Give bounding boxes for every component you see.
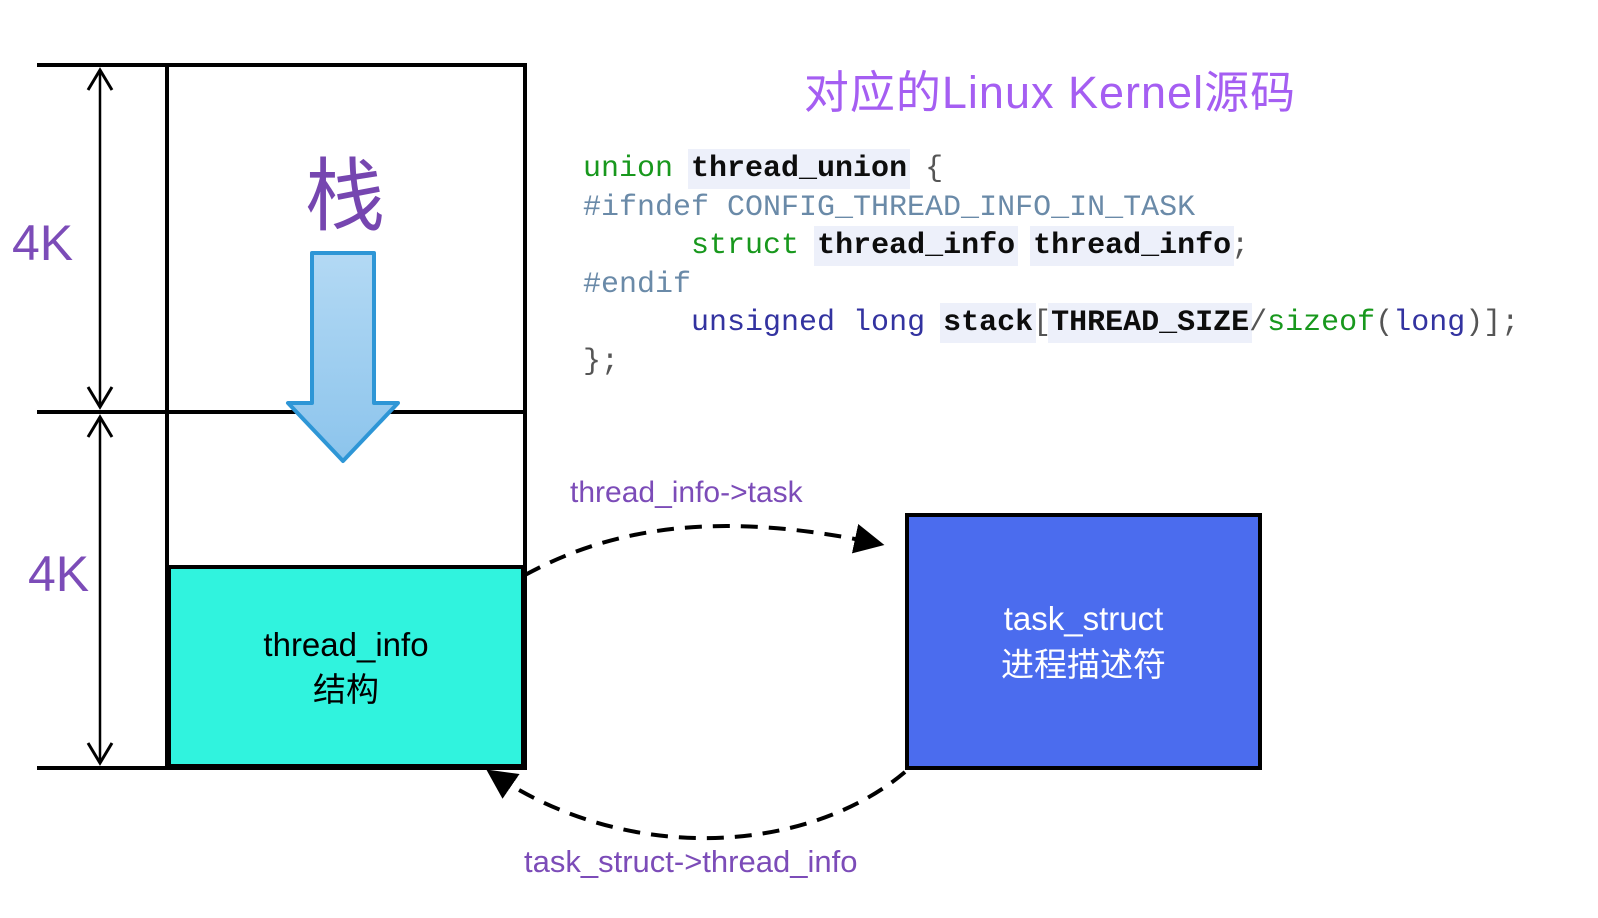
dimension-arrow-bottom — [86, 414, 114, 766]
code-token: unsigned long — [691, 306, 944, 340]
code-line: struct thread_info thread_info; — [583, 227, 1519, 266]
code-token: thread_info — [1033, 229, 1232, 263]
pointer-label-task-to-thread-info: task_struct->thread_info — [524, 844, 858, 879]
code-token: thread_union — [691, 152, 908, 186]
code-token: / — [1249, 306, 1268, 340]
code-token: sizeof — [1267, 306, 1376, 340]
code-token: #endif — [583, 267, 692, 302]
thread-info-box: thread_info 结构 — [167, 565, 525, 768]
code-token — [583, 306, 691, 340]
size-label-bottom-4k: 4K — [28, 546, 90, 602]
thread-info-box-title: thread_info — [263, 625, 429, 663]
thread-info-box-subtitle: 结构 — [313, 670, 379, 708]
task-struct-box-subtitle: 进程描述符 — [1001, 645, 1166, 683]
code-block: union thread_union {#ifndef CONFIG_THREA… — [583, 150, 1519, 381]
code-line: union thread_union { — [583, 150, 1519, 189]
code-token: #ifndef CONFIG_THREAD_INFO_IN_TASK — [583, 190, 1196, 225]
stack-growth-arrow — [286, 251, 400, 463]
code-token: ; — [1231, 229, 1250, 263]
code-token: }; — [583, 344, 620, 379]
code-token: union — [583, 152, 692, 186]
code-token: struct — [691, 229, 818, 263]
pointer-label-thread-info-to-task: thread_info->task — [570, 476, 803, 509]
code-token: [ — [1033, 306, 1052, 340]
page-title: 对应的Linux Kernel源码 — [803, 67, 1297, 118]
code-token: ( — [1375, 306, 1394, 340]
stack-label: 栈 — [305, 152, 385, 241]
code-line: }; — [583, 343, 1519, 382]
code-line: #endif — [583, 266, 1519, 305]
pointer-curve-thread-info-to-task — [524, 524, 885, 577]
code-line: #ifndef CONFIG_THREAD_INFO_IN_TASK — [583, 189, 1519, 228]
task-struct-box-title: task_struct — [1003, 599, 1164, 637]
code-token — [583, 229, 691, 263]
code-token: )]; — [1465, 306, 1520, 340]
dimension-arrow-top — [86, 67, 114, 410]
code-token — [1015, 229, 1033, 263]
size-label-top-4k: 4K — [12, 215, 74, 271]
pointer-curve-task-to-thread-info — [486, 769, 907, 840]
code-token: stack — [943, 306, 1034, 340]
code-token: { — [907, 152, 944, 186]
code-token: thread_info — [817, 229, 1016, 263]
code-token: THREAD_SIZE — [1051, 306, 1250, 340]
code-token: long — [1393, 306, 1466, 340]
code-line: unsigned long stack[THREAD_SIZE/sizeof(l… — [583, 304, 1519, 343]
task-struct-box: task_struct 进程描述符 — [905, 513, 1262, 770]
